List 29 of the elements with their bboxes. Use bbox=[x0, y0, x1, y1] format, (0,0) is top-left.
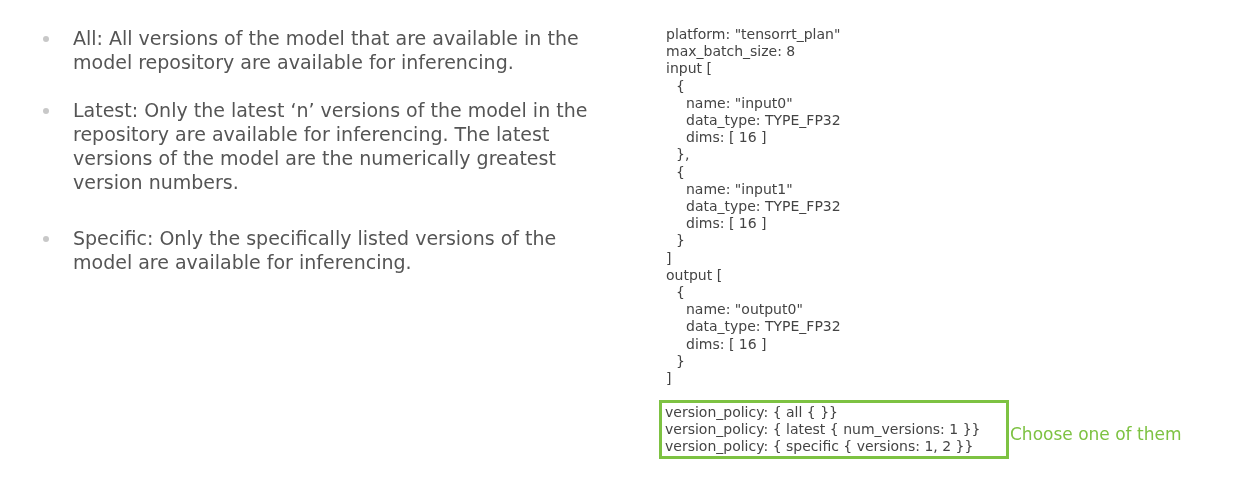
bullet-text: All: All versions of the model that are available in the model repository are available for inferencing. bbox=[73, 26, 580, 74]
code-line: name: "output0" bbox=[686, 301, 803, 319]
code-line: }, bbox=[676, 146, 690, 164]
code-line: dims: [ 16 ] bbox=[686, 215, 767, 233]
code-line: { bbox=[676, 284, 685, 301]
code-line: max_batch_size: 8 bbox=[666, 43, 796, 61]
code-line: name: "input1" bbox=[686, 180, 793, 198]
code-line: } bbox=[676, 232, 685, 250]
code-line: platform: "tensorrt_plan" bbox=[666, 26, 841, 43]
code-line: data_type: TYPE_FP32 bbox=[686, 318, 841, 336]
code-line: ] bbox=[666, 370, 672, 387]
code-line: name: "input0" bbox=[686, 94, 793, 112]
highlight-box bbox=[659, 400, 1009, 459]
code-line: } bbox=[676, 352, 685, 370]
code-line: { bbox=[676, 163, 685, 181]
code-line: output [ bbox=[666, 266, 723, 284]
code-line: data_type: TYPE_FP32 bbox=[686, 198, 841, 215]
bullet-text: Specific: Only the specifically listed versions of the model are available for inferencing. bbox=[73, 226, 558, 274]
code-line: input [ bbox=[666, 60, 712, 78]
code-line: version_policy: { latest { num_versions: 1 }} bbox=[665, 421, 982, 438]
code-line: version_policy: { specific { versions: 1, 2 }} bbox=[665, 438, 975, 455]
code-line: data_type: TYPE_FP32 bbox=[686, 112, 841, 129]
note-text: Choose one of them bbox=[1010, 424, 1182, 444]
code-line: dims: [ 16 ] bbox=[686, 335, 767, 353]
code-line: ] bbox=[666, 249, 672, 267]
bullet-text: Latest: Only the latest ‘n’ versions of the model in the repository are available for inferencing. The latest versions of the model are the numerically greatest version numbers. bbox=[73, 98, 589, 194]
code-line: version_policy: { all { }} bbox=[665, 404, 839, 421]
code-line: { bbox=[676, 77, 685, 95]
code-line: dims: [ 16 ] bbox=[686, 129, 767, 147]
